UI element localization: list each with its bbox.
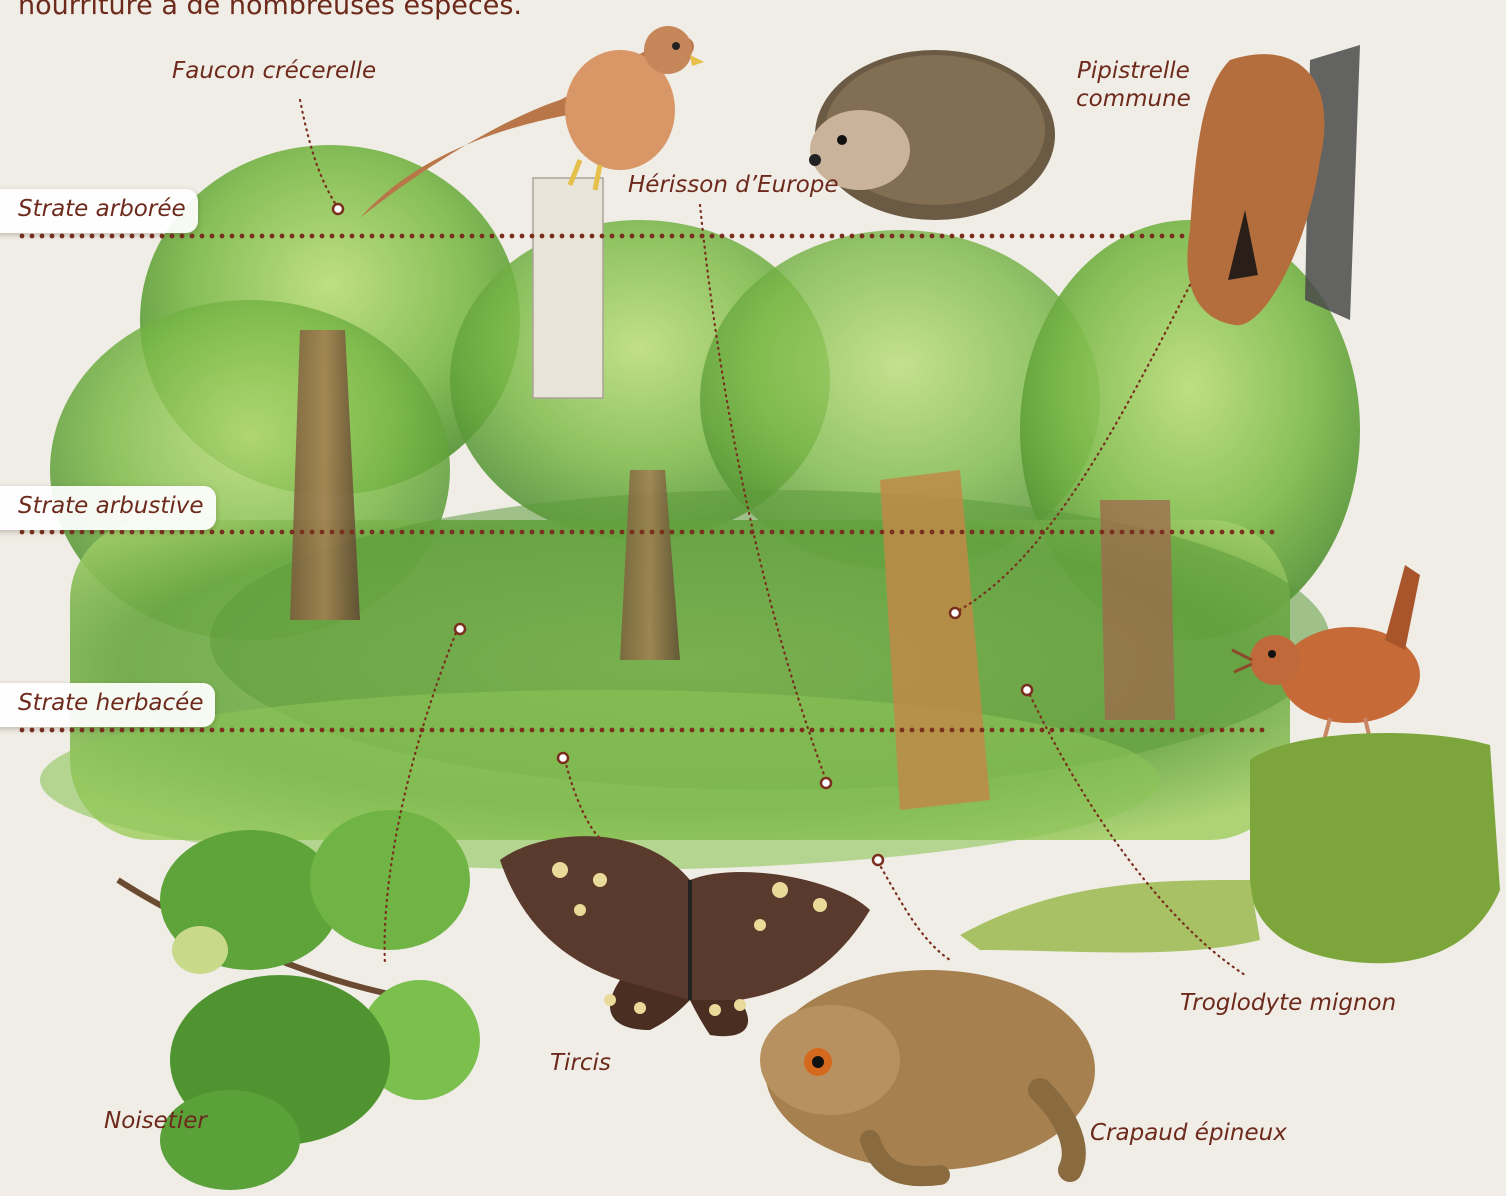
hedgehog-icon <box>809 50 1055 220</box>
bat-icon <box>1187 45 1360 325</box>
strata-tab-arbustive: Strate arbustive <box>0 486 216 530</box>
fence-post <box>533 178 603 398</box>
label-noisetier: Noisetier <box>104 1108 207 1136</box>
intro-text: nourriture à de nombreuses espèces. <box>18 0 522 21</box>
label-troglodyte-mignon: Troglodyte mignon <box>1180 990 1396 1018</box>
leader-line-toad <box>878 862 950 960</box>
label-herisson-d-europe: Hérisson d’Europe <box>628 172 839 200</box>
strata-tab-herbacee: Strate herbacée <box>0 683 215 727</box>
label-faucon-crecerelle: Faucon crécerelle <box>172 58 376 86</box>
toad-icon <box>760 970 1095 1176</box>
label-crapaud-epineux: Crapaud épineux <box>1090 1120 1287 1148</box>
label-pipistrelle-commune: Pipistrelle commune <box>1076 58 1191 113</box>
strata-tab-arboree: Strate arborée <box>0 189 198 233</box>
label-tircis: Tircis <box>550 1050 611 1078</box>
